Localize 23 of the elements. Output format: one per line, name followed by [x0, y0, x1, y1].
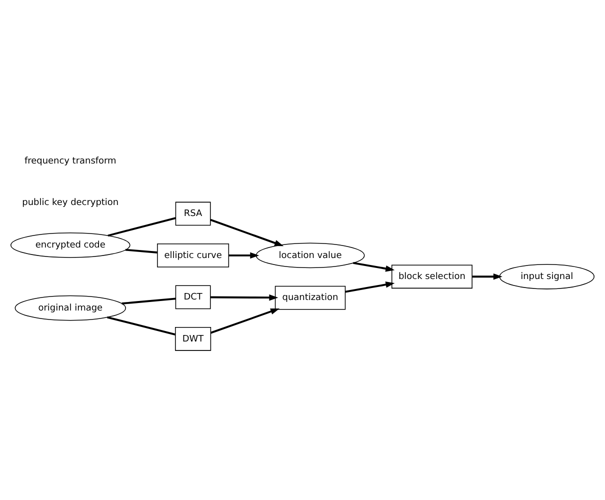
node-ellipse: input signal	[499, 264, 594, 290]
node-box: elliptic curve	[157, 244, 230, 268]
node-box: quantization	[274, 286, 346, 310]
connector	[108, 217, 176, 237]
arrow	[345, 282, 395, 293]
label: frequency transform	[24, 156, 116, 166]
connector	[107, 316, 176, 336]
connector	[125, 248, 158, 254]
arrow	[210, 218, 284, 246]
label: public key decryption	[22, 198, 119, 208]
arrow	[353, 262, 395, 272]
arrow	[472, 273, 502, 280]
node-ellipse: original image	[14, 295, 126, 321]
arrow	[210, 308, 280, 334]
connector	[122, 298, 176, 304]
node-box: block selection	[391, 264, 472, 289]
arrow	[210, 294, 278, 301]
arrow	[228, 252, 260, 259]
node-ellipse: location value	[256, 242, 365, 268]
node-ellipse: encrypted code	[10, 232, 130, 258]
node-box: DCT	[175, 285, 211, 310]
node-box: DWT	[175, 326, 212, 351]
node-box: RSA	[175, 202, 211, 226]
